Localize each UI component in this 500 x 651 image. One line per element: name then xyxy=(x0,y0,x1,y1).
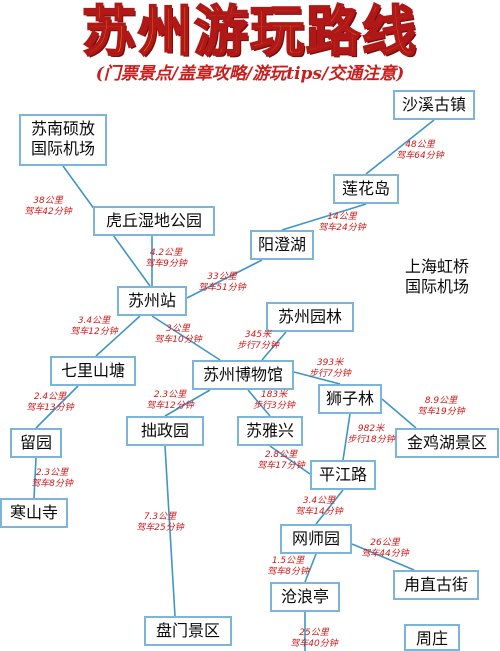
route-label-yangcheng-station: 33公里驾车51分钟 xyxy=(198,272,246,293)
route-line-lianhua-yangcheng xyxy=(281,203,367,231)
route-line-shizi-pingjiang xyxy=(342,413,351,461)
route-line-shizi-jinji xyxy=(381,398,417,429)
node-liuyuan[interactable]: 留园 xyxy=(10,428,62,458)
node-jinji[interactable]: 金鸡湖景区 xyxy=(395,428,499,458)
node-yuanlin[interactable]: 苏州园林 xyxy=(266,302,354,332)
node-shizi[interactable]: 狮子林 xyxy=(318,384,382,414)
route-label-wangshi-luzhi: 26公里驾车44分钟 xyxy=(361,538,409,559)
route-line-liuyuan-hanshan xyxy=(33,457,37,499)
route-label-museum-zhuozheng: 2.3公里驾车12分钟 xyxy=(146,390,194,411)
route-line-suyaxing-pingjiang xyxy=(269,445,311,475)
node-qili[interactable]: 七里山塘 xyxy=(50,356,136,386)
page-title: 苏州游玩路线 xyxy=(81,0,418,63)
node-wangshi[interactable]: 网师园 xyxy=(280,524,352,554)
route-label-station-qili: 3.4公里驾车12分钟 xyxy=(70,316,118,337)
route-line-museum-suyaxing xyxy=(247,389,271,417)
node-airport[interactable]: 苏南硕放国际机场 xyxy=(19,114,107,166)
route-line-zhuozheng-panmen xyxy=(164,445,176,617)
route-label-lianhua-yangcheng: 14公里驾车24分钟 xyxy=(318,212,366,233)
node-suyaxing[interactable]: 苏雅兴 xyxy=(237,416,303,446)
route-line-wangshi-luzhi xyxy=(351,543,415,571)
route-label-suyaxing-pingjiang: 2.8公里驾车17分钟 xyxy=(257,450,305,471)
route-line-shaxi-lianhua xyxy=(365,119,435,175)
node-hongqiao: 上海虹桥国际机场 xyxy=(393,252,481,304)
route-label-shizi-pingjiang: 982米步行18分钟 xyxy=(347,424,395,445)
node-huqiu[interactable]: 虎丘湿地公园 xyxy=(93,206,215,236)
route-line-pingjiang-wangshi xyxy=(315,489,344,525)
route-line-station-qili xyxy=(95,315,141,357)
route-label-yuanlin-museum: 345米步行7分钟 xyxy=(237,330,279,351)
route-label-huqiu-station: 4.2公里驾车9分钟 xyxy=(145,248,187,269)
route-label-museum-shizi: 393米步行7分钟 xyxy=(309,358,351,379)
route-line-yangcheng-station xyxy=(186,259,263,299)
node-station[interactable]: 苏州站 xyxy=(117,286,187,316)
node-museum[interactable]: 苏州博物馆 xyxy=(192,360,294,390)
route-label-museum-suyaxing: 183米步行3分钟 xyxy=(253,390,295,411)
route-line-museum-shizi xyxy=(293,371,341,385)
route-label-qili-liuyuan: 2.4公里驾车13分钟 xyxy=(26,392,74,413)
node-shaxi[interactable]: 沙溪古镇 xyxy=(393,90,475,120)
node-lianhua[interactable]: 莲花岛 xyxy=(333,174,399,204)
route-line-qili-liuyuan xyxy=(35,385,79,429)
route-label-shaxi-lianhua: 48公里驾车64分钟 xyxy=(396,140,444,161)
node-yangcheng[interactable]: 阳澄湖 xyxy=(250,230,314,260)
route-line-museum-zhuozheng xyxy=(164,389,211,417)
node-panmen[interactable]: 盘门景区 xyxy=(144,616,232,646)
route-label-shizi-jinji: 8.9公里驾车19分钟 xyxy=(417,396,465,417)
route-label-pingjiang-wangshi: 3.4公里驾车14分钟 xyxy=(295,496,343,517)
route-label-wangshi-canglang: 1.5公里驾车8分钟 xyxy=(267,556,309,577)
route-label-zhuozheng-panmen: 7.3公里驾车25分钟 xyxy=(136,512,184,533)
node-luzhi[interactable]: 甪直古街 xyxy=(393,570,479,600)
page-subtitle: (门票景点/盖章攻略/游玩tips/交通注意) xyxy=(95,64,405,84)
node-zhuozheng[interactable]: 拙政园 xyxy=(126,416,204,446)
route-label-station-museum: 3公里驾车10分钟 xyxy=(154,324,202,345)
route-line-wangshi-canglang xyxy=(304,553,317,583)
route-line-station-museum xyxy=(151,315,221,361)
node-hanshan[interactable]: 寒山寺 xyxy=(0,498,68,528)
route-line-yuanlin-museum xyxy=(261,331,287,361)
node-canglang[interactable]: 沧浪亭 xyxy=(270,582,340,612)
node-pingjiang[interactable]: 平江路 xyxy=(310,460,376,490)
route-label-canglang-zhouzhuang: 25公里驾车40分钟 xyxy=(290,628,338,649)
route-label-liuyuan-hanshan: 2.3公里驾车8分钟 xyxy=(31,468,73,489)
route-label-airport-station: 38公里驾车42分钟 xyxy=(24,196,72,217)
node-zhouzhuang[interactable]: 周庄 xyxy=(404,624,460,651)
